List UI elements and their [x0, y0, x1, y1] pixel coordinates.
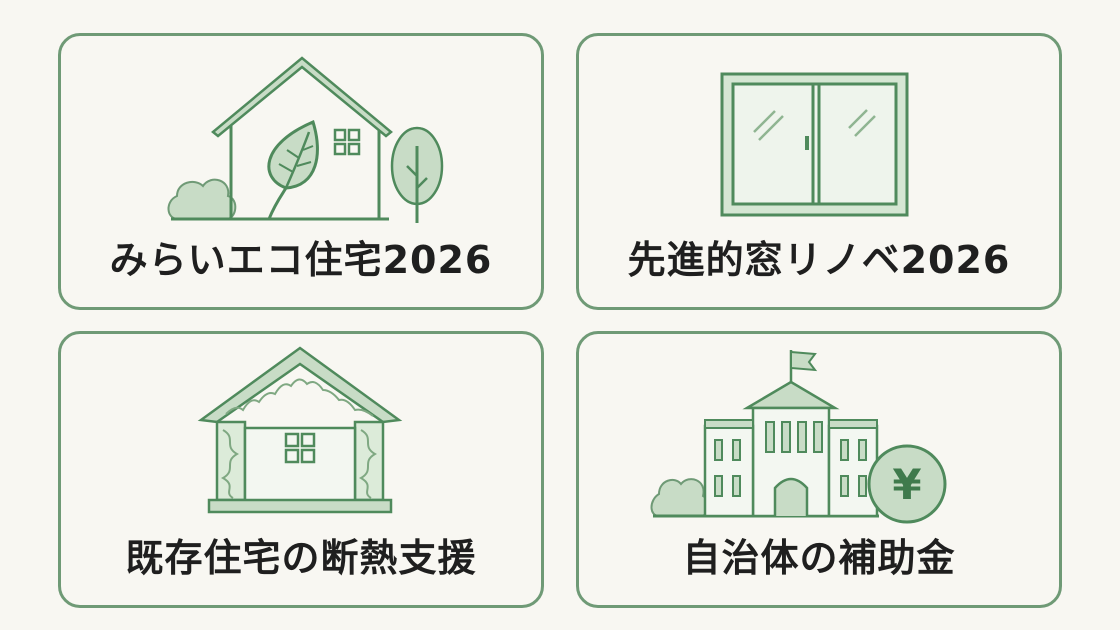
- card-mirai-eco-house[interactable]: みらいエコ住宅2026: [58, 33, 544, 310]
- card-label: みらいエコ住宅2026: [109, 238, 493, 282]
- city-hall-icon: ¥: [650, 350, 947, 524]
- yen-coin-icon: ¥: [867, 444, 947, 524]
- window-icon: [720, 72, 909, 217]
- card-label: 既存住宅の断熱支援: [125, 536, 477, 580]
- eco-house-icon: [167, 56, 444, 223]
- card-label: 先進的窓リノベ2026: [627, 238, 1011, 282]
- yen-symbol: ¥: [892, 460, 921, 509]
- card-advanced-window-renovation[interactable]: 先進的窓リノベ2026: [576, 33, 1062, 310]
- card-municipal-subsidy[interactable]: ¥ 自治体の補助金: [576, 331, 1062, 608]
- card-label: 自治体の補助金: [682, 536, 956, 580]
- card-existing-house-insulation[interactable]: 既存住宅の断熱支援: [58, 331, 544, 608]
- insulated-house-icon: [197, 346, 403, 514]
